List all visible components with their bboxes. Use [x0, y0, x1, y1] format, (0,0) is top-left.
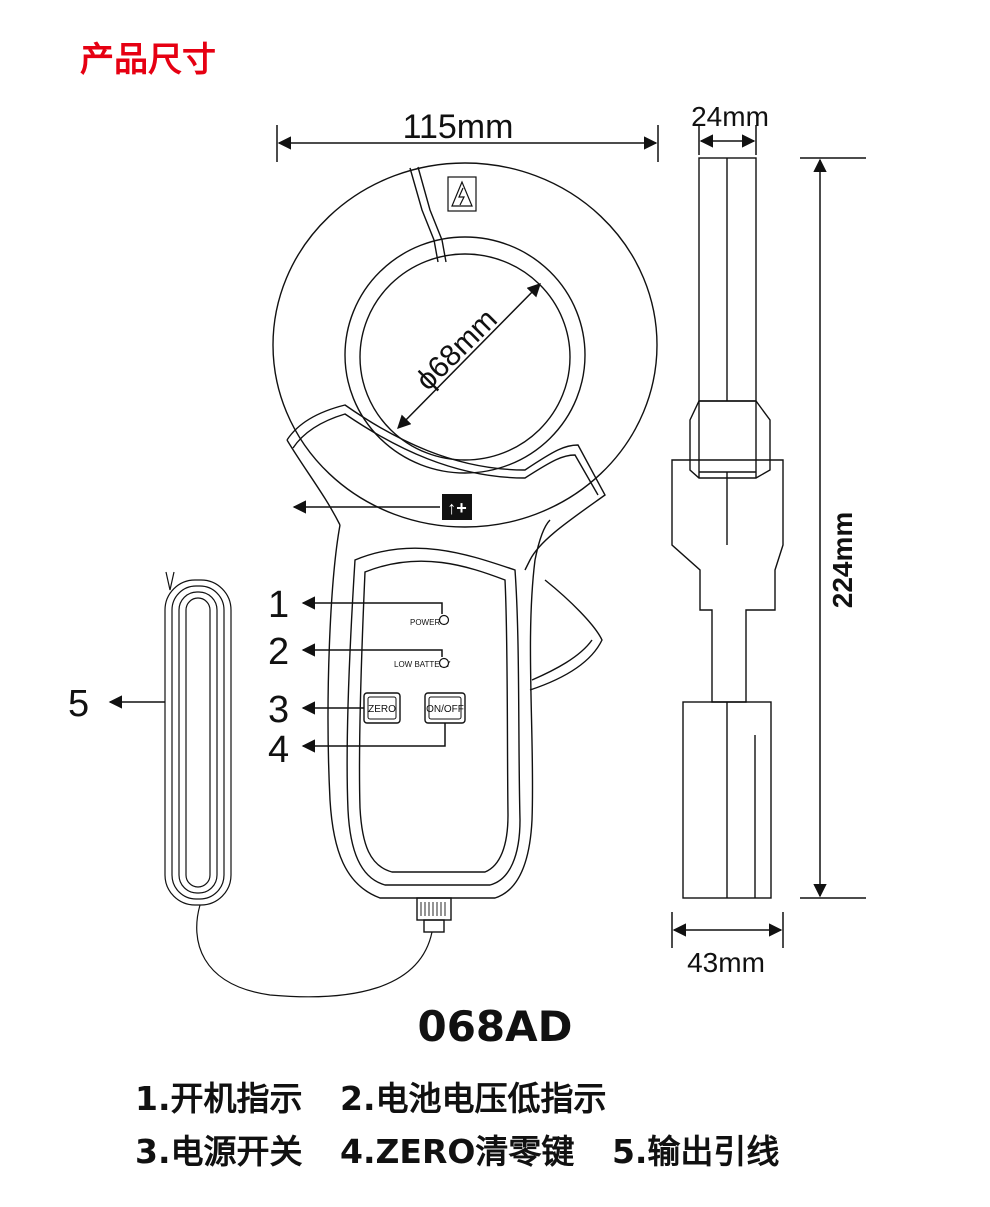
callout-5: 5 [68, 683, 89, 725]
power-label: POWER [410, 618, 440, 627]
power-led [438, 614, 450, 626]
page-title: 产品尺寸 [80, 40, 216, 80]
meter-body [286, 404, 606, 933]
width-label: 115mm [403, 108, 514, 146]
current-direction-badge-label: ↑+ [447, 498, 467, 518]
legend-line-1: 1.开机指示 2.电池电压低指示 [135, 1072, 633, 1120]
diameter-label: ϕ68mm [410, 303, 504, 397]
low-battery-label: LOW BATTERY [394, 660, 451, 669]
onoff-button[interactable]: ON/OFF [424, 692, 466, 724]
legend-item-4: 4.ZERO清零键 [340, 1132, 575, 1171]
current-direction-badge [442, 494, 472, 520]
legend-line-2: 3.电源开关 4.ZERO清零键 5.输出引线 [135, 1125, 805, 1173]
callout-4: 4 [268, 729, 289, 771]
model-name: 068AD [417, 1002, 573, 1051]
high-voltage-warning-icon [447, 176, 477, 212]
output-cable [164, 571, 433, 998]
width-dimension [276, 125, 659, 162]
height-label: 224mm [827, 512, 858, 609]
callout-1: 1 [268, 584, 289, 626]
callout-leaders [108, 596, 446, 753]
diameter-dimension [397, 283, 541, 429]
legend-item-2: 2.电池电压低指示 [340, 1079, 607, 1118]
legend-item-1: 1.开机指示 [135, 1079, 303, 1118]
legend-item-3: 3.电源开关 [135, 1132, 303, 1171]
callout-2: 2 [268, 631, 289, 673]
callout-3: 3 [268, 689, 289, 731]
thickness-bottom-label: 43mm [687, 947, 765, 978]
legend-item-5: 5.输出引线 [611, 1132, 780, 1171]
clamp-jaw [272, 162, 658, 528]
thickness-top-label: 24mm [691, 101, 769, 132]
low-battery-led [438, 657, 450, 669]
side-view [671, 157, 784, 899]
thickness-bottom-dimension [671, 912, 784, 948]
height-dimension [800, 157, 866, 899]
zero-button[interactable]: ZERO [363, 692, 401, 724]
onoff-button-label: ON/OFF [426, 704, 464, 715]
thickness-top-dimension [698, 125, 757, 155]
zero-button-label: ZERO [368, 704, 396, 715]
